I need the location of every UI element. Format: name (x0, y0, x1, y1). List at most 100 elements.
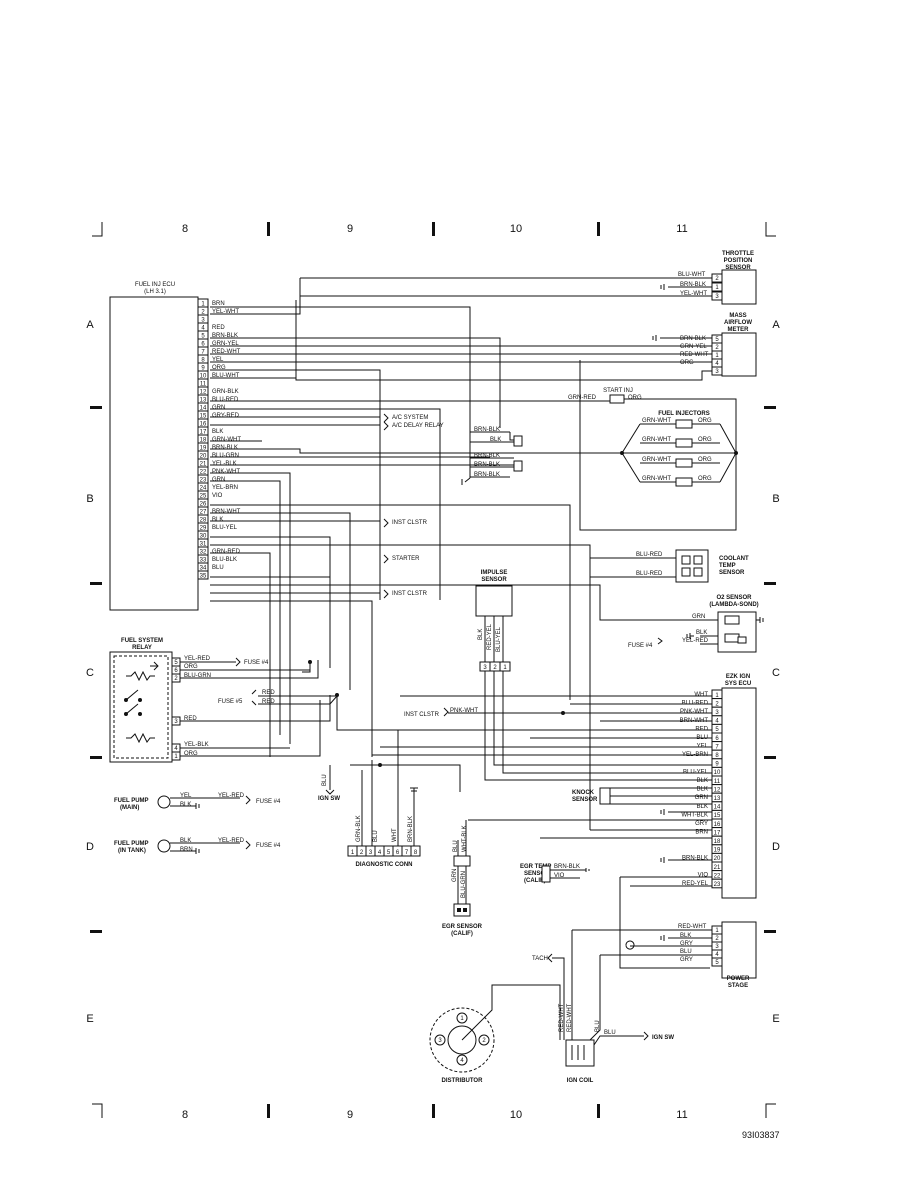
ezk-pin-number: 3 (715, 710, 719, 716)
impulse-sensor: IMPULSE SENSOR 3 2 1 BLK RED-YEL BLU-YEL (475, 570, 712, 781)
injector-1-left: GRN-WHT (642, 418, 671, 424)
ezk-pin-wire: BLK (697, 787, 708, 793)
ezk-pin-number: 13 (714, 796, 721, 802)
ezk-pin-wire: RED-YEL (682, 881, 709, 887)
ecu-pin-number: 32 (200, 550, 207, 556)
ezk-pin-number: 15 (714, 813, 721, 819)
dist-pin-3: 3 (438, 1038, 442, 1044)
ecu-pin-wire: GRN (212, 405, 225, 411)
diag-wire-2: BLU (373, 830, 379, 842)
relay-wire-4: YEL-BLK (184, 742, 209, 748)
ecu-pin-number: 34 (200, 566, 207, 572)
mid-conn-wire-4: BRN-BLK (474, 462, 500, 468)
tps-wire-3: YEL-WHT (680, 291, 707, 297)
ign-sw-2-wire: BLU (604, 1030, 616, 1036)
row-label-d: D (86, 841, 94, 853)
power-wire-4: BLU (680, 949, 692, 955)
ecu-pin-wire: YEL-BLK (212, 461, 237, 467)
start-injector: START INJ GRN-RED ORG (568, 388, 642, 404)
row-label-c: C (86, 667, 94, 679)
ecu-pin-number: 16 (200, 422, 207, 428)
ezk-pin-number: 16 (714, 822, 721, 828)
ezk-pin-box (711, 878, 723, 889)
ecu-pin-wire: YEL-BRN (212, 485, 238, 491)
ecu-pin-number: 30 (200, 534, 207, 540)
ecu-pin-number: 23 (200, 478, 207, 484)
coolant-wire-1: BLU-RED (636, 552, 663, 558)
ezk-pin-number: 6 (715, 736, 719, 742)
tach-label: TACH (532, 956, 548, 962)
ecu-pin-number: 33 (200, 558, 207, 564)
ecu-pin-number: 31 (200, 542, 207, 548)
ecu-pin-wire: BRN-BLK (212, 333, 238, 339)
pump-main-w2: BLK (180, 802, 191, 808)
injector-4: GRN-WHT ORG (640, 476, 720, 487)
ecu-pin-number: 1 (201, 302, 205, 308)
egr-sensor-wire-1: GRN (452, 869, 458, 882)
egr-sensor-title: EGR SENSOR (442, 924, 483, 930)
relay-pin-3: 3 (174, 719, 178, 725)
relay-title-1: FUEL SYSTEM (121, 638, 163, 644)
ecu-pin-wire: BLU (212, 565, 224, 571)
knock-body (599, 787, 611, 805)
ezk-pin-wire: GRN (695, 795, 708, 801)
grid-labels: 8 9 10 11 8 9 10 11 A B C D E A B C D E … (86, 223, 780, 1140)
ecu-pin-number: 24 (200, 486, 207, 492)
maf-title-3: METER (728, 327, 750, 333)
ecu-pin-wire: RED (212, 325, 225, 331)
power-stage-title-2: STAGE (728, 983, 748, 989)
row-label-e-right: E (772, 1013, 779, 1025)
distributor-title: DISTRIBUTOR (442, 1078, 484, 1084)
injector-4-left: GRN-WHT (642, 476, 671, 482)
tps-body (721, 269, 757, 305)
power-stage-body (721, 921, 757, 979)
impulse-title-2: SENSOR (481, 577, 507, 583)
pump-main-sub: (MAIN) (120, 805, 139, 811)
ecu-pin-wire: BLU-GRN (212, 453, 239, 459)
col-label-9-bottom: 9 (347, 1109, 353, 1121)
ecu-pin-number: 9 (201, 366, 205, 372)
egr-sensor-sub: (CALIF) (451, 931, 473, 937)
tps-pin-2: 1 (715, 285, 719, 291)
pump-tank-w3: YEL-RED (218, 838, 245, 844)
ecu-pin-number: 18 (200, 438, 207, 444)
relay-pin-6: 6 (174, 668, 178, 674)
impulse-title-1: IMPULSE (481, 570, 508, 576)
ezk-body (721, 687, 757, 899)
row-label-c-right: C (772, 667, 780, 679)
maf-pin-4: 4 (715, 361, 719, 367)
ezk-pin-number: 9 (715, 762, 719, 768)
injector-3-right: ORG (698, 457, 712, 463)
ezk-pin-number: 5 (715, 727, 719, 733)
impulse-wire-2: RED-YEL (487, 623, 493, 650)
ezk-title-2: SYS ECU (725, 681, 751, 687)
injector-3-left: GRN-WHT (642, 457, 671, 463)
start-inj-right-wire: ORG (628, 395, 642, 401)
diag-pin-number: 8 (414, 850, 418, 856)
power-pin-3: 3 (715, 944, 719, 950)
ecu-pin-number: 11 (200, 382, 207, 388)
relay-red-2: RED (262, 699, 275, 705)
pump-tank-sub: (IN TANK) (118, 848, 146, 854)
relay-fuse5: FUSE #5 (218, 699, 243, 705)
relay-wire-5: YEL-RED (184, 656, 211, 662)
relay-pin-2: 2 (174, 676, 178, 682)
pump-main-fuse: FUSE #4 (256, 799, 281, 805)
ezk-pin-number: 19 (714, 848, 721, 854)
knock-sensor: KNOCK SENSOR (572, 787, 611, 805)
ecu-pin-number: 35 (200, 574, 207, 580)
power-stage: POWER STAGE 1 2 3 4 5 RED-WHT BLK GRY BL… (571, 921, 757, 1041)
o2-sensor: O2 SENSOR (LAMBDA-SOND) GRN BLK YEL-RED … (600, 595, 764, 653)
dist-pin-2: 2 (482, 1038, 486, 1044)
ezk-pin-number: 2 (715, 701, 719, 707)
ecu-output-labels: A/C SYSTEM A/C DELAY RELAY INST CLSTR ST… (383, 413, 444, 599)
power-wire-2: BLK (680, 933, 691, 939)
egr-temp-body (541, 865, 551, 883)
row-label-a-right: A (772, 319, 780, 331)
ign-sw-1-label: IGN SW (318, 796, 340, 802)
ecu-pin-wire: BLU-YEL (212, 525, 238, 531)
impulse-wire-3: BLU-YEL (496, 626, 502, 652)
ecu-pin-wire: YEL (212, 357, 224, 363)
ecu-pin-number: 25 (200, 494, 207, 500)
